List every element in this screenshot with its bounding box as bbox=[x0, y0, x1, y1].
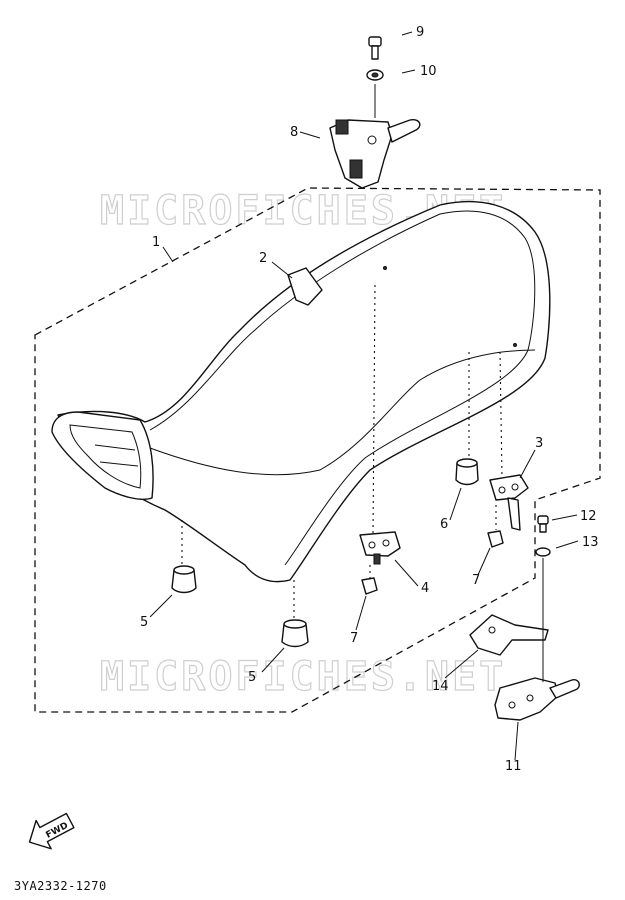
lock-8-body bbox=[329, 119, 393, 189]
bracket-11 bbox=[494, 677, 580, 721]
seat-outline bbox=[57, 200, 551, 583]
callout-13: 13 bbox=[582, 535, 599, 550]
callout-4: 4 bbox=[421, 581, 429, 596]
seat-tag bbox=[287, 267, 323, 306]
lock-8-tab bbox=[335, 119, 349, 135]
bolt-9 bbox=[368, 36, 382, 47]
leader-10 bbox=[401, 69, 416, 74]
callout-7-lower: 7 bbox=[350, 631, 358, 646]
lock-8-block bbox=[349, 159, 363, 179]
callout-7-upper: 7 bbox=[472, 573, 480, 588]
leader-3 bbox=[519, 449, 536, 479]
bolt-12 bbox=[537, 515, 549, 533]
lock-8-hole bbox=[367, 135, 377, 145]
seat-surface-edge bbox=[149, 349, 536, 476]
seat-dot bbox=[383, 266, 387, 270]
leader-4 bbox=[394, 559, 419, 587]
callout-3: 3 bbox=[535, 436, 543, 451]
callout-6: 6 bbox=[440, 517, 448, 532]
damper-6 bbox=[455, 458, 479, 486]
washer-10-hole bbox=[371, 72, 379, 78]
seat-rear-pan-rib bbox=[94, 444, 136, 451]
leader-6 bbox=[449, 487, 462, 521]
callout-5-right: 5 bbox=[248, 670, 256, 685]
callout-10: 10 bbox=[420, 64, 437, 79]
callout-5-left: 5 bbox=[140, 615, 148, 630]
seat-piping bbox=[149, 210, 536, 566]
callout-12: 12 bbox=[580, 509, 597, 524]
bolt-9-shank bbox=[371, 45, 379, 60]
hinge-4 bbox=[359, 531, 401, 565]
callout-14: 14 bbox=[432, 679, 449, 694]
bracket-14 bbox=[469, 614, 549, 656]
leader-7-upper bbox=[477, 547, 491, 576]
lock-8-lever bbox=[387, 118, 421, 143]
leader-7-lower bbox=[355, 595, 367, 631]
leader-5-left bbox=[149, 594, 173, 618]
leader-13 bbox=[555, 540, 579, 549]
leader-9 bbox=[401, 31, 413, 36]
leader-14 bbox=[444, 649, 479, 679]
callout-1: 1 bbox=[152, 235, 160, 250]
leader-8 bbox=[299, 131, 321, 139]
seat-assembly bbox=[51, 200, 551, 583]
callout-2: 2 bbox=[259, 251, 267, 266]
callout-8: 8 bbox=[290, 125, 298, 140]
leader-2 bbox=[271, 261, 293, 279]
seat-rear-pan-rib bbox=[99, 461, 139, 467]
leader-5-right bbox=[261, 647, 285, 673]
leader-11 bbox=[514, 721, 519, 761]
nut-7-lower bbox=[361, 577, 378, 595]
seat-rear-pan bbox=[51, 411, 154, 500]
nut-7-upper bbox=[487, 530, 504, 548]
leader-12 bbox=[551, 514, 578, 521]
watermark-bottom: MICROFICHES.NET bbox=[100, 654, 506, 700]
callout-11: 11 bbox=[505, 759, 522, 774]
damper-5-left bbox=[171, 565, 197, 594]
leader-1 bbox=[162, 246, 174, 263]
diagram-code: 3YA2332-1270 bbox=[14, 879, 107, 893]
fwd-arrow-icon: FWD bbox=[28, 812, 75, 850]
damper-5-right bbox=[281, 619, 309, 648]
seat-lock-assembly bbox=[329, 36, 421, 189]
washer-13 bbox=[535, 547, 551, 557]
hinge-3 bbox=[489, 474, 529, 531]
callout-9: 9 bbox=[416, 25, 424, 40]
seat-rear-pan-inner bbox=[69, 424, 142, 489]
seat-dot bbox=[513, 343, 517, 347]
